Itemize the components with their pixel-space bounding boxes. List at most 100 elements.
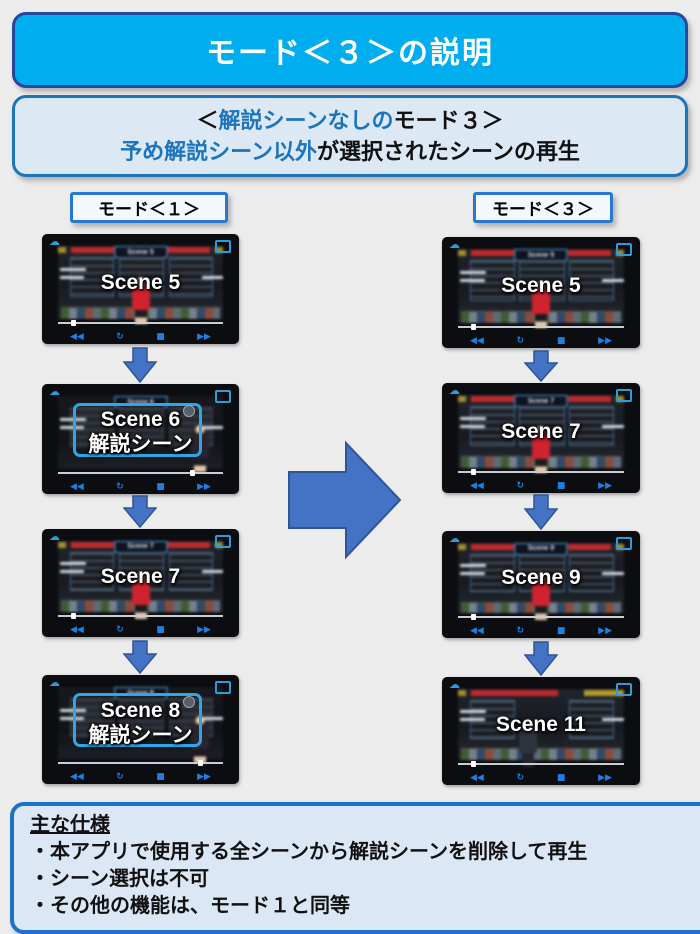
seek-bar xyxy=(58,760,223,766)
cloud-icon: ☁ xyxy=(449,239,460,251)
cloud-icon: ☁ xyxy=(49,677,60,689)
forward-icon: ▶▶ xyxy=(598,773,612,783)
rewind-icon: ◀◀ xyxy=(70,772,84,782)
record-button-icon xyxy=(182,405,195,418)
seek-bar xyxy=(58,470,223,476)
blurred-app-screenshot: Scene 7 xyxy=(458,395,624,474)
record-button-icon xyxy=(182,696,195,709)
cloud-icon: ☁ xyxy=(49,531,60,543)
seek-bar xyxy=(458,469,624,475)
presenter-figure xyxy=(531,280,551,328)
scene-label: Scene 9 xyxy=(501,566,581,589)
spec-box: 主な仕様 ・本アプリで使用する全シーンから解説シーンを削除して再生 ・シーン選択… xyxy=(10,802,700,934)
forward-icon: ▶▶ xyxy=(598,626,612,636)
video-frame: Scene 6 xyxy=(58,396,223,473)
thumbnail-mode1-scene6: ☁ Scene 6 ◀◀ ↻ ■ ▶▶ Scene 6 解説シーン xyxy=(42,384,239,494)
book-icon xyxy=(215,535,231,548)
flow-arrow-down xyxy=(122,640,158,675)
replay-icon: ↻ xyxy=(516,336,525,346)
rewind-icon: ◀◀ xyxy=(70,332,84,342)
thumbnail-mode1-scene7: ☁ Scene 7 ◀◀ ↻ ■ ▶▶ Scene 7 xyxy=(42,529,239,637)
replay-icon: ↻ xyxy=(116,332,124,342)
replay-icon: ↻ xyxy=(116,482,124,492)
replay-icon: ↻ xyxy=(516,481,525,491)
flow-arrow-down xyxy=(523,641,559,677)
video-frame xyxy=(458,689,624,767)
spec-heading: 主な仕様 xyxy=(30,814,110,836)
seek-bar xyxy=(58,613,223,619)
presenter-figure xyxy=(131,277,151,325)
rewind-icon: ◀◀ xyxy=(470,773,484,783)
video-frame: Scene 7 xyxy=(58,541,223,619)
subtitle-box: ＜解説シーンなしのモード３＞ 予め解説シーン以外が選択されたシーンの再生 xyxy=(12,95,688,177)
highlight-frame xyxy=(72,402,202,458)
subtitle-line-1: ＜解説シーンなしのモード３＞ xyxy=(196,108,504,133)
stop-icon: ■ xyxy=(156,332,165,342)
video-frame: Scene 8 xyxy=(58,687,223,763)
stop-icon: ■ xyxy=(156,772,165,782)
blurred-app-screenshot: Scene 5 xyxy=(58,246,223,325)
highlight-frame xyxy=(72,693,202,748)
thumbnail-mode3-scene5: ☁ Scene 5 ◀◀ ↻ ■ ▶▶ Scene 5 xyxy=(442,237,640,348)
video-frame: Scene 9 xyxy=(458,543,624,621)
player-controls: ◀◀ ↻ ■ ▶▶ xyxy=(442,773,640,783)
cloud-icon: ☁ xyxy=(449,679,460,691)
scene-label: Scene 8 解説シーン xyxy=(88,698,193,747)
title-bar: モード＜３＞の説明 xyxy=(12,12,688,88)
thumbnail-mode3-scene9: ☁ Scene 9 ◀◀ ↻ ■ ▶▶ Scene 9 xyxy=(442,531,640,638)
spec-bullet-1: ・本アプリで使用する全シーンから解説シーンを削除して再生 xyxy=(30,841,588,863)
subtitle-line-2: 予め解説シーン以外が選択されたシーンの再生 xyxy=(120,139,580,164)
forward-icon: ▶▶ xyxy=(197,625,211,635)
stop-icon: ■ xyxy=(556,481,566,491)
forward-icon: ▶▶ xyxy=(197,332,211,342)
stop-icon: ■ xyxy=(156,482,165,492)
blurred-app-screenshot xyxy=(458,689,624,767)
scene-label: Scene 7 xyxy=(100,564,181,588)
scene-label: Scene 5 xyxy=(100,270,181,294)
presenter-figure xyxy=(531,426,551,474)
replay-icon: ↻ xyxy=(116,772,124,782)
player-controls: ◀◀ ↻ ■ ▶▶ xyxy=(42,332,239,342)
player-controls: ◀◀ ↻ ■ ▶▶ xyxy=(442,336,640,346)
cloud-icon: ☁ xyxy=(49,236,60,248)
flow-arrow-down xyxy=(523,350,559,383)
book-icon xyxy=(215,390,231,403)
forward-icon: ▶▶ xyxy=(598,336,612,346)
rewind-icon: ◀◀ xyxy=(470,481,484,491)
player-controls: ◀◀ ↻ ■ ▶▶ xyxy=(42,482,239,492)
seek-bar xyxy=(458,761,624,767)
video-frame: Scene 5 xyxy=(458,249,624,328)
forward-icon: ▶▶ xyxy=(197,772,211,782)
flow-arrow-down xyxy=(122,495,158,529)
seek-bar xyxy=(58,320,223,326)
rewind-icon: ◀◀ xyxy=(470,336,484,346)
thumbnail-mode1-scene5: ☁ Scene 5 ◀◀ ↻ ■ ▶▶ Scene 5 xyxy=(42,234,239,344)
flow-arrow-down xyxy=(122,347,158,384)
blurred-app-screenshot: Scene 9 xyxy=(458,543,624,621)
player-controls: ◀◀ ↻ ■ ▶▶ xyxy=(442,626,640,636)
rewind-icon: ◀◀ xyxy=(70,482,84,492)
scene-label: Scene 11 xyxy=(496,712,586,736)
thumbnail-mode1-scene8: ☁ Scene 8 ◀◀ ↻ ■ ▶▶ Scene 8 解説シーン xyxy=(42,675,239,784)
book-icon xyxy=(616,389,632,402)
stop-icon: ■ xyxy=(556,773,566,783)
stop-icon: ■ xyxy=(556,626,566,636)
forward-icon: ▶▶ xyxy=(598,481,612,491)
presenter-figure xyxy=(131,571,151,619)
video-frame: Scene 7 xyxy=(458,395,624,474)
spec-bullet-3: ・その他の機能は、モード１と同等 xyxy=(30,895,350,917)
book-icon xyxy=(616,537,632,550)
rewind-icon: ◀◀ xyxy=(70,625,84,635)
replay-icon: ↻ xyxy=(116,625,124,635)
seek-bar xyxy=(458,614,624,620)
book-icon xyxy=(616,243,632,256)
player-controls: ◀◀ ↻ ■ ▶▶ xyxy=(42,625,239,635)
book-icon xyxy=(616,683,632,696)
replay-icon: ↻ xyxy=(516,626,525,636)
thumbnail-mode3-scene7: ☁ Scene 7 ◀◀ ↻ ■ ▶▶ Scene 7 xyxy=(442,383,640,493)
player-controls: ◀◀ ↻ ■ ▶▶ xyxy=(442,481,640,491)
forward-icon: ▶▶ xyxy=(197,482,211,492)
scene-label: Scene 6 解説シーン xyxy=(88,408,193,456)
seek-bar xyxy=(458,324,624,330)
thumbnail-mode3-scene11: ☁ ◀◀ ↻ ■ ▶▶ Scene 11 xyxy=(442,677,640,785)
